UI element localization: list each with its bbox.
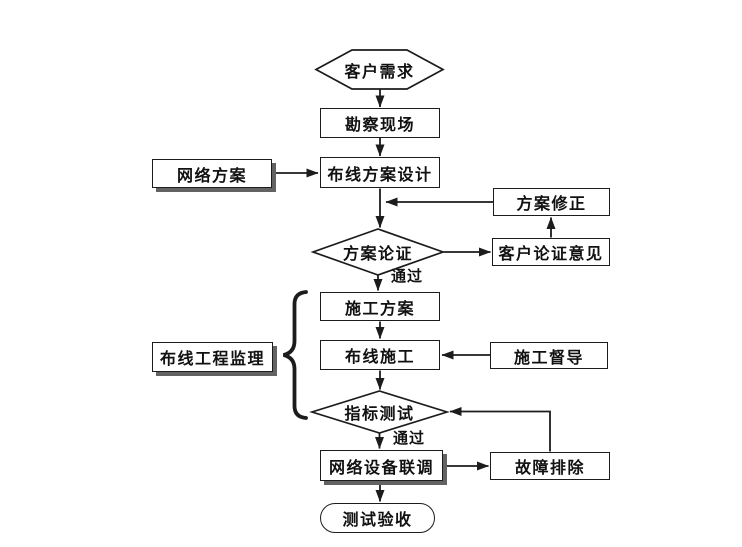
arrow-troubleshooting-to-index-test: [449, 407, 551, 452]
node-customer-review-opinion: 客户论证意见: [492, 238, 610, 266]
node-cabling-design: 布线方案设计: [320, 157, 440, 188]
node-troubleshooting: 故障排除: [490, 452, 610, 480]
edge-label-index-test-pass: 通过: [393, 429, 426, 447]
node-customer-demand: 客户需求: [344, 61, 415, 81]
edge-label-plan-review-pass: 通过: [391, 267, 424, 285]
node-cabling-construction: 布线施工: [320, 340, 440, 370]
diamond-index-test-shape: [309, 390, 450, 434]
node-construction-supervision: 施工督导: [490, 342, 608, 369]
hexagon-customer-demand-shape: [314, 49, 445, 90]
node-cabling-project-supervision: 布线工程监理: [152, 342, 273, 372]
node-plan-revision: 方案修正: [493, 188, 610, 216]
node-network-plan: 网络方案: [152, 159, 272, 188]
node-index-test: 指标测试: [344, 404, 415, 423]
node-network-equipment-debugging: 网络设备联调: [320, 450, 443, 481]
node-site-survey: 勘察现场: [320, 108, 440, 138]
node-test-acceptance: 测试验收: [320, 503, 435, 533]
node-plan-review: 方案论证: [342, 244, 413, 263]
diamond-plan-review-shape: [310, 228, 446, 276]
supervision-brace-icon: [282, 290, 308, 420]
node-construction-plan: 施工方案: [320, 292, 440, 321]
